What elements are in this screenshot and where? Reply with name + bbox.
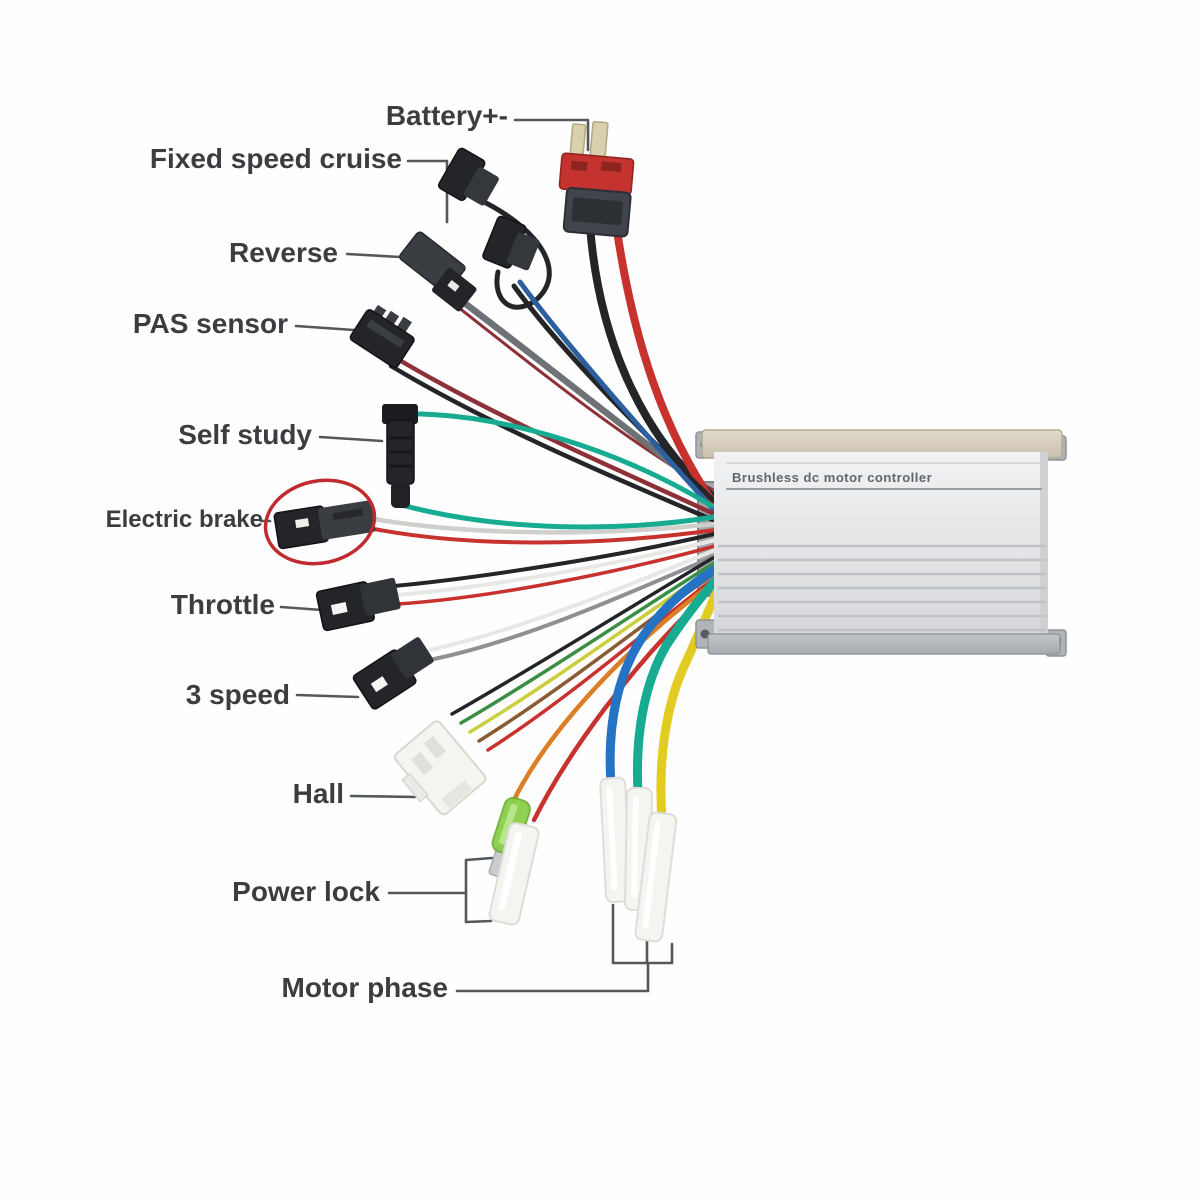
connector-slot [423,735,446,760]
connector-detail [366,319,405,348]
bullet-highlight [499,803,518,845]
wire-pas-red [393,355,717,517]
wire-cruise-black [511,283,716,503]
connector-collar [382,404,418,424]
connector-mate [463,167,499,206]
label-fixed-speed-cruise: Fixed speed cruise [149,143,402,174]
wire-battery-red [612,220,718,508]
connector-slot [295,518,310,529]
connector-slot [370,676,388,693]
wire-cruise-blue [517,279,717,513]
label-electric-brake: Electric brake [105,506,263,533]
wire-motor-blue [605,565,719,789]
power-lock-sleeve [488,822,540,926]
connector-tab [441,779,473,809]
wire-throttle-red [396,544,717,606]
leader-hall [349,794,417,799]
sleeve-highlight [631,795,639,898]
connector-mate [317,500,376,540]
sleeve-highlight [498,831,522,911]
wire-self-study-teal-top [399,411,715,509]
wire-self-study-teal-bottom [395,501,717,530]
connector-slot [411,751,434,775]
connector-latch [401,772,429,803]
motor-sleeve-yellow [634,811,678,943]
leader-pas-sensor [294,324,356,332]
leader-throttle [279,605,324,612]
self-study-connector [382,404,418,508]
pas-sensor-connector [349,304,415,369]
label-pas-sensor: PAS sensor [132,308,288,339]
label-power-lock: Power lock [232,876,380,907]
wire-motor-green [632,575,721,797]
wire-three-speed-white [428,548,717,652]
battery-housing-detail [570,160,588,172]
leader-battery [513,118,590,152]
hall-connector [393,720,487,816]
cruise-connector-a [437,147,499,206]
leader-motor-phase [455,903,674,993]
connector-body [393,720,487,816]
sleeve-highlight [606,786,618,891]
wire-battery-black [586,222,716,500]
label-self-study: Self study [178,419,312,450]
connector-body [349,309,415,369]
box-fins [718,544,1046,632]
wires [365,195,722,825]
wire-hall-black [450,556,715,716]
label-battery: Battery+- [385,100,508,131]
box-bottom-cap [707,633,1061,655]
wire-three-speed-grey [432,554,717,661]
three-speed-connector [352,637,434,710]
battery-connector [558,120,635,238]
controller-box: Brushless dc motor controller [695,429,1067,657]
controller-case-label: Brushless dc motor controller [732,470,932,485]
wire-throttle-white [394,538,717,597]
electric-brake-connector [273,500,376,550]
leader-three-speed [295,693,360,699]
wire-motor-yellow [656,587,722,825]
leader-reverse [345,252,402,259]
wire-throttle-black [392,532,716,588]
label-three-speed: 3 speed [185,679,290,710]
label-throttle: Throttle [170,589,275,620]
label-reverse: Reverse [229,237,338,268]
connector-ribs [389,436,412,468]
wire-power-lock-orange [510,579,717,805]
sleeve-highlight [642,820,661,929]
cruise-connector-b [482,215,540,271]
wire-brake-grey [365,515,718,535]
leader-self-study [318,435,384,443]
wire-hall-red [486,576,717,752]
wire-pas-black [388,363,716,523]
wire-brake-red [367,526,717,545]
label-motor-phase: Motor phase [281,972,448,1003]
wire-hall-green [459,561,716,725]
electric-brake-highlight-circle [263,478,377,566]
connector-mate [391,637,434,679]
battery-housing-detail [600,161,622,173]
leader-power-lock [387,856,494,924]
screw-hole [700,629,710,639]
motor-phase-sleeves [599,776,678,943]
connector-slot [330,602,348,615]
connector-mate [506,232,540,271]
label-hall: Hall [292,778,344,809]
leader-lines [259,118,674,993]
connector-mate [359,577,401,616]
connector-detail [332,508,364,521]
battery-body-detail [571,197,623,226]
leader-fixed-speed-cruise [406,159,449,224]
connector-slot [447,280,460,292]
reverse-connector [399,231,477,312]
connector-tip [391,482,410,508]
throttle-connector [315,577,401,632]
